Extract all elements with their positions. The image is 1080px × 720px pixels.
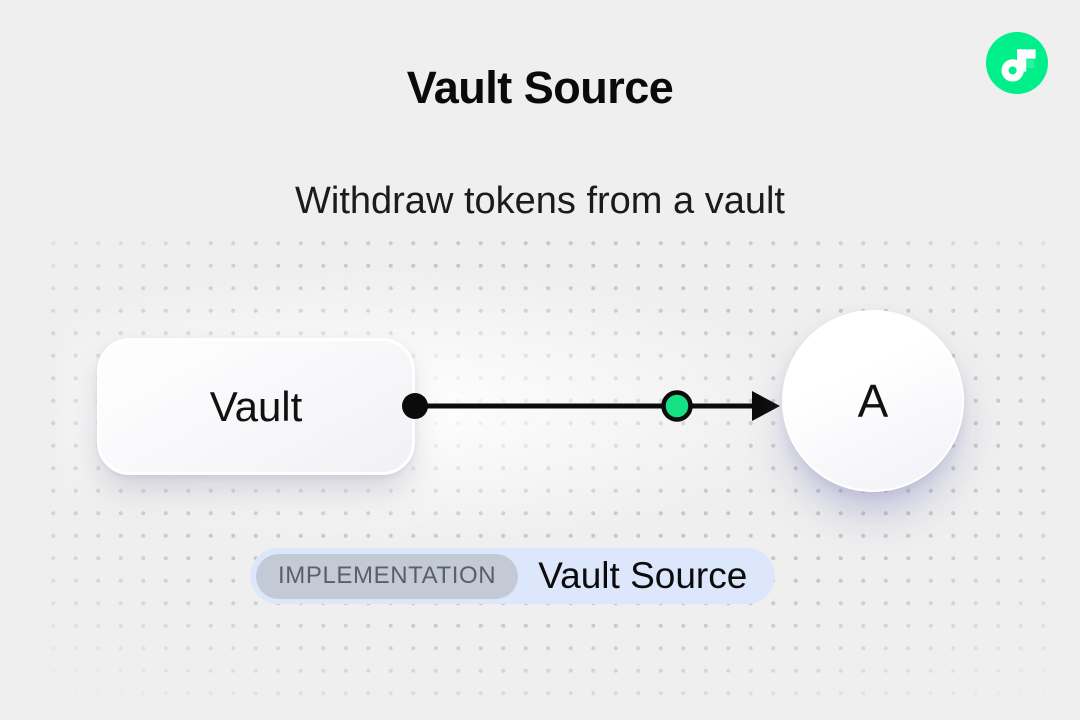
vault-node-label: Vault <box>209 382 303 430</box>
implementation-label: Vault Source <box>538 555 748 596</box>
page-title: Vault Source <box>406 62 674 113</box>
account-node: A <box>782 310 964 492</box>
connector-arrow <box>402 390 780 422</box>
start-dot <box>402 393 428 419</box>
page-subtitle: Withdraw tokens from a vault <box>295 180 785 222</box>
token-dot <box>661 390 693 422</box>
flow-logo-icon <box>986 32 1048 94</box>
vault-node: Vault <box>97 338 415 475</box>
implementation-badge: IMPLEMENTATION Vault Source <box>250 548 776 604</box>
arrowhead-icon <box>752 391 780 421</box>
implementation-tag: IMPLEMENTATION <box>256 553 519 599</box>
account-node-label: A <box>857 375 889 427</box>
